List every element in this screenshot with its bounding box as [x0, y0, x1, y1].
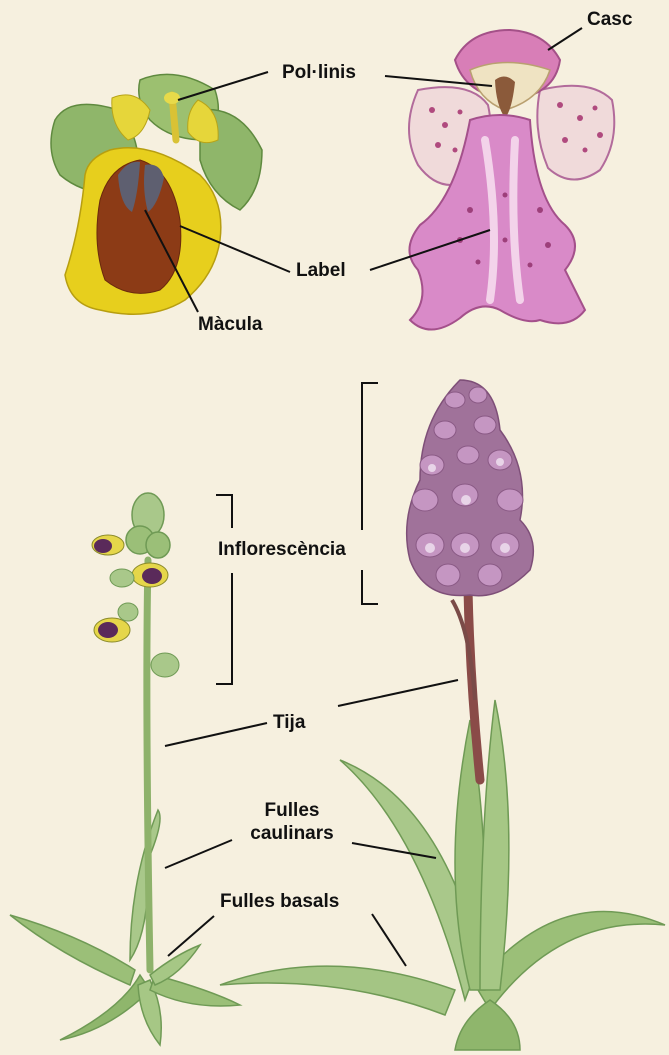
label-inflorescencia: Inflorescència — [218, 538, 346, 561]
label-fulles-caulinars: Fulles caulinars — [236, 799, 348, 845]
pink-orchis-flower-closeup — [409, 30, 614, 330]
label-fulles-caulinars-line2: caulinars — [236, 822, 348, 845]
inflorescence-brackets — [216, 383, 378, 684]
label-fulles-basals: Fulles basals — [220, 890, 339, 913]
label-pollinis: Pol·linis — [282, 61, 356, 84]
label-label: Label — [296, 259, 346, 282]
ophrys-plant — [10, 493, 240, 1045]
yellow-ophrys-flower-closeup — [51, 74, 262, 314]
label-macula: Màcula — [198, 313, 262, 336]
label-casc: Casc — [587, 8, 632, 31]
label-fulles-caulinars-line1: Fulles — [236, 799, 348, 822]
label-tija: Tija — [273, 711, 305, 734]
